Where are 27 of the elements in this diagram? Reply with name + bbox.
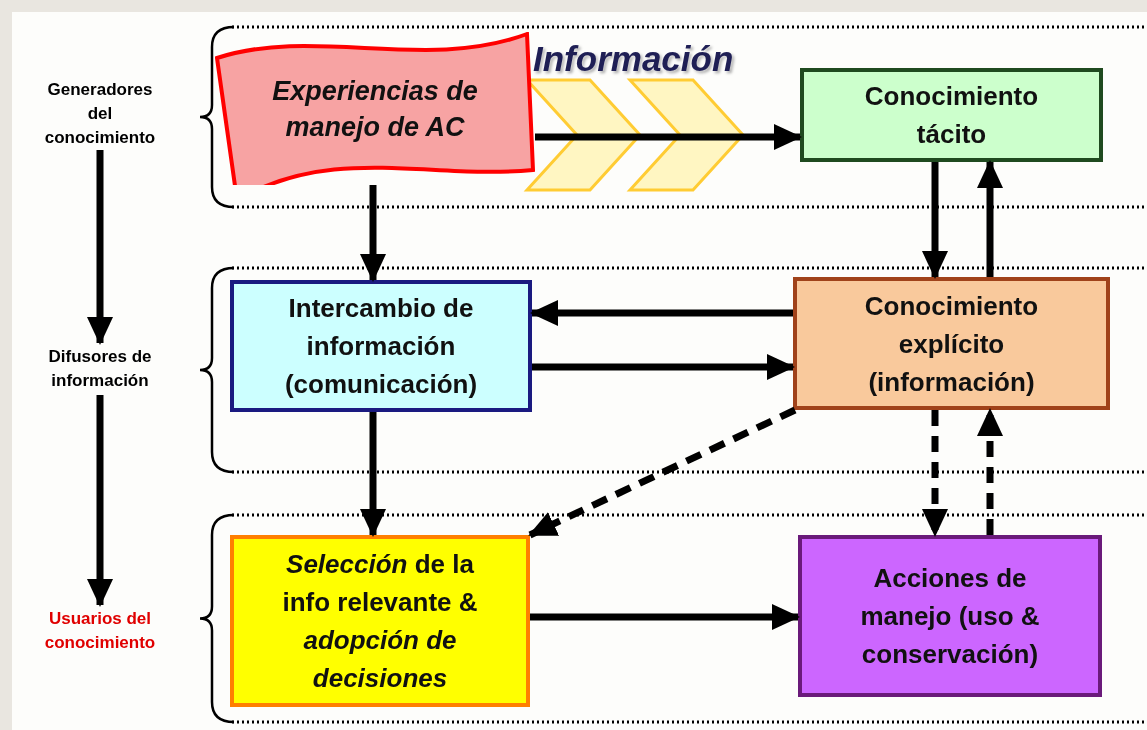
process-box (800, 68, 1103, 162)
wave-flag (215, 32, 535, 185)
process-box (230, 280, 532, 412)
node-text: Selección de la info relevante & adopción de decisiones (281, 548, 479, 695)
arrow (977, 408, 1003, 535)
row-label: Generadores del conocimiento (43, 79, 157, 149)
process-box (793, 277, 1110, 410)
node-text: Experiencias de manejo de AC (271, 74, 479, 144)
node-text: Conocimiento explícito (información) (863, 289, 1040, 399)
arrow (530, 300, 793, 326)
node-text: Conocimiento tácito (863, 80, 1040, 151)
arrow (528, 406, 797, 539)
arrow (535, 124, 802, 150)
arrow (977, 160, 1003, 277)
row-label: Usuarios del conocimiento (43, 608, 157, 654)
arrow (922, 162, 948, 279)
process-box (798, 535, 1102, 697)
node-text: Intercambio de información (comunicación) (283, 292, 479, 401)
arrow (532, 354, 795, 380)
row-label: Difusores de información (47, 346, 153, 392)
arrow (360, 185, 386, 282)
node-text: Acciones de manejo (uso & conservación) (859, 562, 1041, 671)
process-box (230, 535, 530, 707)
arrow (922, 410, 948, 537)
arrow (530, 604, 800, 630)
arrow (360, 412, 386, 537)
flow-label: Información (533, 38, 734, 80)
